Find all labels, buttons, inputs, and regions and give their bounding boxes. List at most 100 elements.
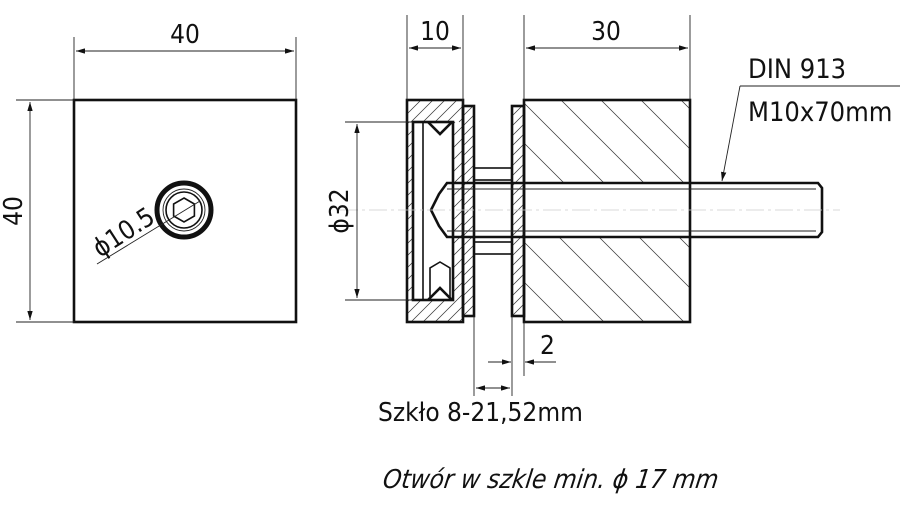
hatch-line [406,99,422,115]
hatch-line [406,299,422,315]
bolt-spec-line2: M10x70mm [748,97,892,128]
spacer [473,241,513,255]
hatch-line [452,233,464,245]
hatch-line [452,125,464,137]
hole-note: Otwór w szkle min. ϕ 17 mm [381,465,720,495]
hatch-line [462,174,475,187]
hatch-line [680,99,691,110]
hatch-line [511,273,525,287]
hatch-line [452,161,464,173]
hatch-line [511,153,525,167]
hatch-line [452,209,464,221]
hole-leader-line [96,200,201,265]
front-cap [405,98,465,324]
bolt-head-icon [154,180,214,240]
section-hatching [406,99,691,323]
hatch-line [558,236,645,323]
set-screw [429,181,824,239]
plate-dimension: 10 [420,17,450,47]
hatch-line [511,243,525,257]
hatch-line [462,274,475,287]
hatch-line [434,299,458,323]
hatch-line [511,253,525,267]
inner-plate [461,104,476,318]
hatch-line [462,284,475,297]
hatch-line [422,99,446,123]
hatch-line [511,105,523,117]
hatch-line [452,137,464,149]
hatch-line [410,299,434,323]
hatch-line [462,214,475,227]
hatch-line [511,183,525,197]
hatch-line [640,99,691,150]
hatch-line [410,99,434,123]
hatch-line [511,193,525,207]
hatch-line [462,184,475,197]
glass-channel [411,120,455,302]
hatch-line [462,304,475,317]
glass-range-note: Szkło 8-21,52mm [378,398,583,428]
side-view: 10 30 ϕ32 DIN 913 M10x70mm 2 Szkło 8-21,… [325,15,900,495]
hatch-line [462,244,475,257]
hatch-line [462,294,475,307]
hatch-line [511,133,525,147]
hatch-line [452,257,464,269]
hatch-line [452,197,464,209]
hatch-line [511,123,525,137]
hatch-line [523,142,565,184]
front-view: 40 40 ϕ10.5 [0,20,298,324]
hatch-line [560,99,645,184]
hatch-line [598,236,685,323]
wall-block [522,98,692,324]
gasket-icon [427,121,453,136]
hatch-line [462,154,475,167]
hatch-line [462,194,475,207]
hatch-line [511,303,525,317]
hatch-line [462,124,475,137]
hatch-line [462,204,475,217]
hole-dimension: ϕ10.5 [87,202,160,264]
hatch-line [462,164,475,177]
hatch-line [511,143,525,157]
bolt-leader-line [721,85,741,182]
hatch-line [462,144,475,157]
hatch-line [452,185,464,197]
hatch-line [462,114,475,127]
hatch-line [638,236,691,289]
hatch-line [422,299,446,323]
hatch-line [678,236,691,249]
gap-dimension: 2 [540,331,555,361]
hatch-line [452,245,464,257]
hatch-line [523,281,565,323]
hatch-line [452,269,464,281]
hatch-line [452,221,464,233]
block-dimension: 30 [591,17,621,47]
hatch-line [452,149,464,161]
bolt-spec-line1: DIN 913 [748,54,846,85]
hatch-line [462,134,475,147]
hatch-line [511,213,525,227]
hatch-line [511,113,525,127]
hatch-line [462,224,475,237]
hatch-line [462,105,474,117]
hatch-line [462,264,475,277]
hatch-line [434,99,458,123]
hatch-line [523,241,605,323]
hatch-line [523,102,605,184]
front-plate [72,98,298,324]
gasket-icon [427,286,453,301]
width-dimension: 40 [170,20,200,50]
hatch-line [511,163,525,177]
hatch-line [462,254,475,267]
hatch-line [511,283,525,297]
hatch-line [511,263,525,277]
hatch-line [446,105,464,123]
hatch-line [452,281,464,293]
diameter-dimension: ϕ32 [325,188,355,233]
hatch-line [511,293,525,307]
height-dimension: 40 [0,196,29,226]
hatch-line [600,99,685,184]
hatch-line [446,305,464,323]
